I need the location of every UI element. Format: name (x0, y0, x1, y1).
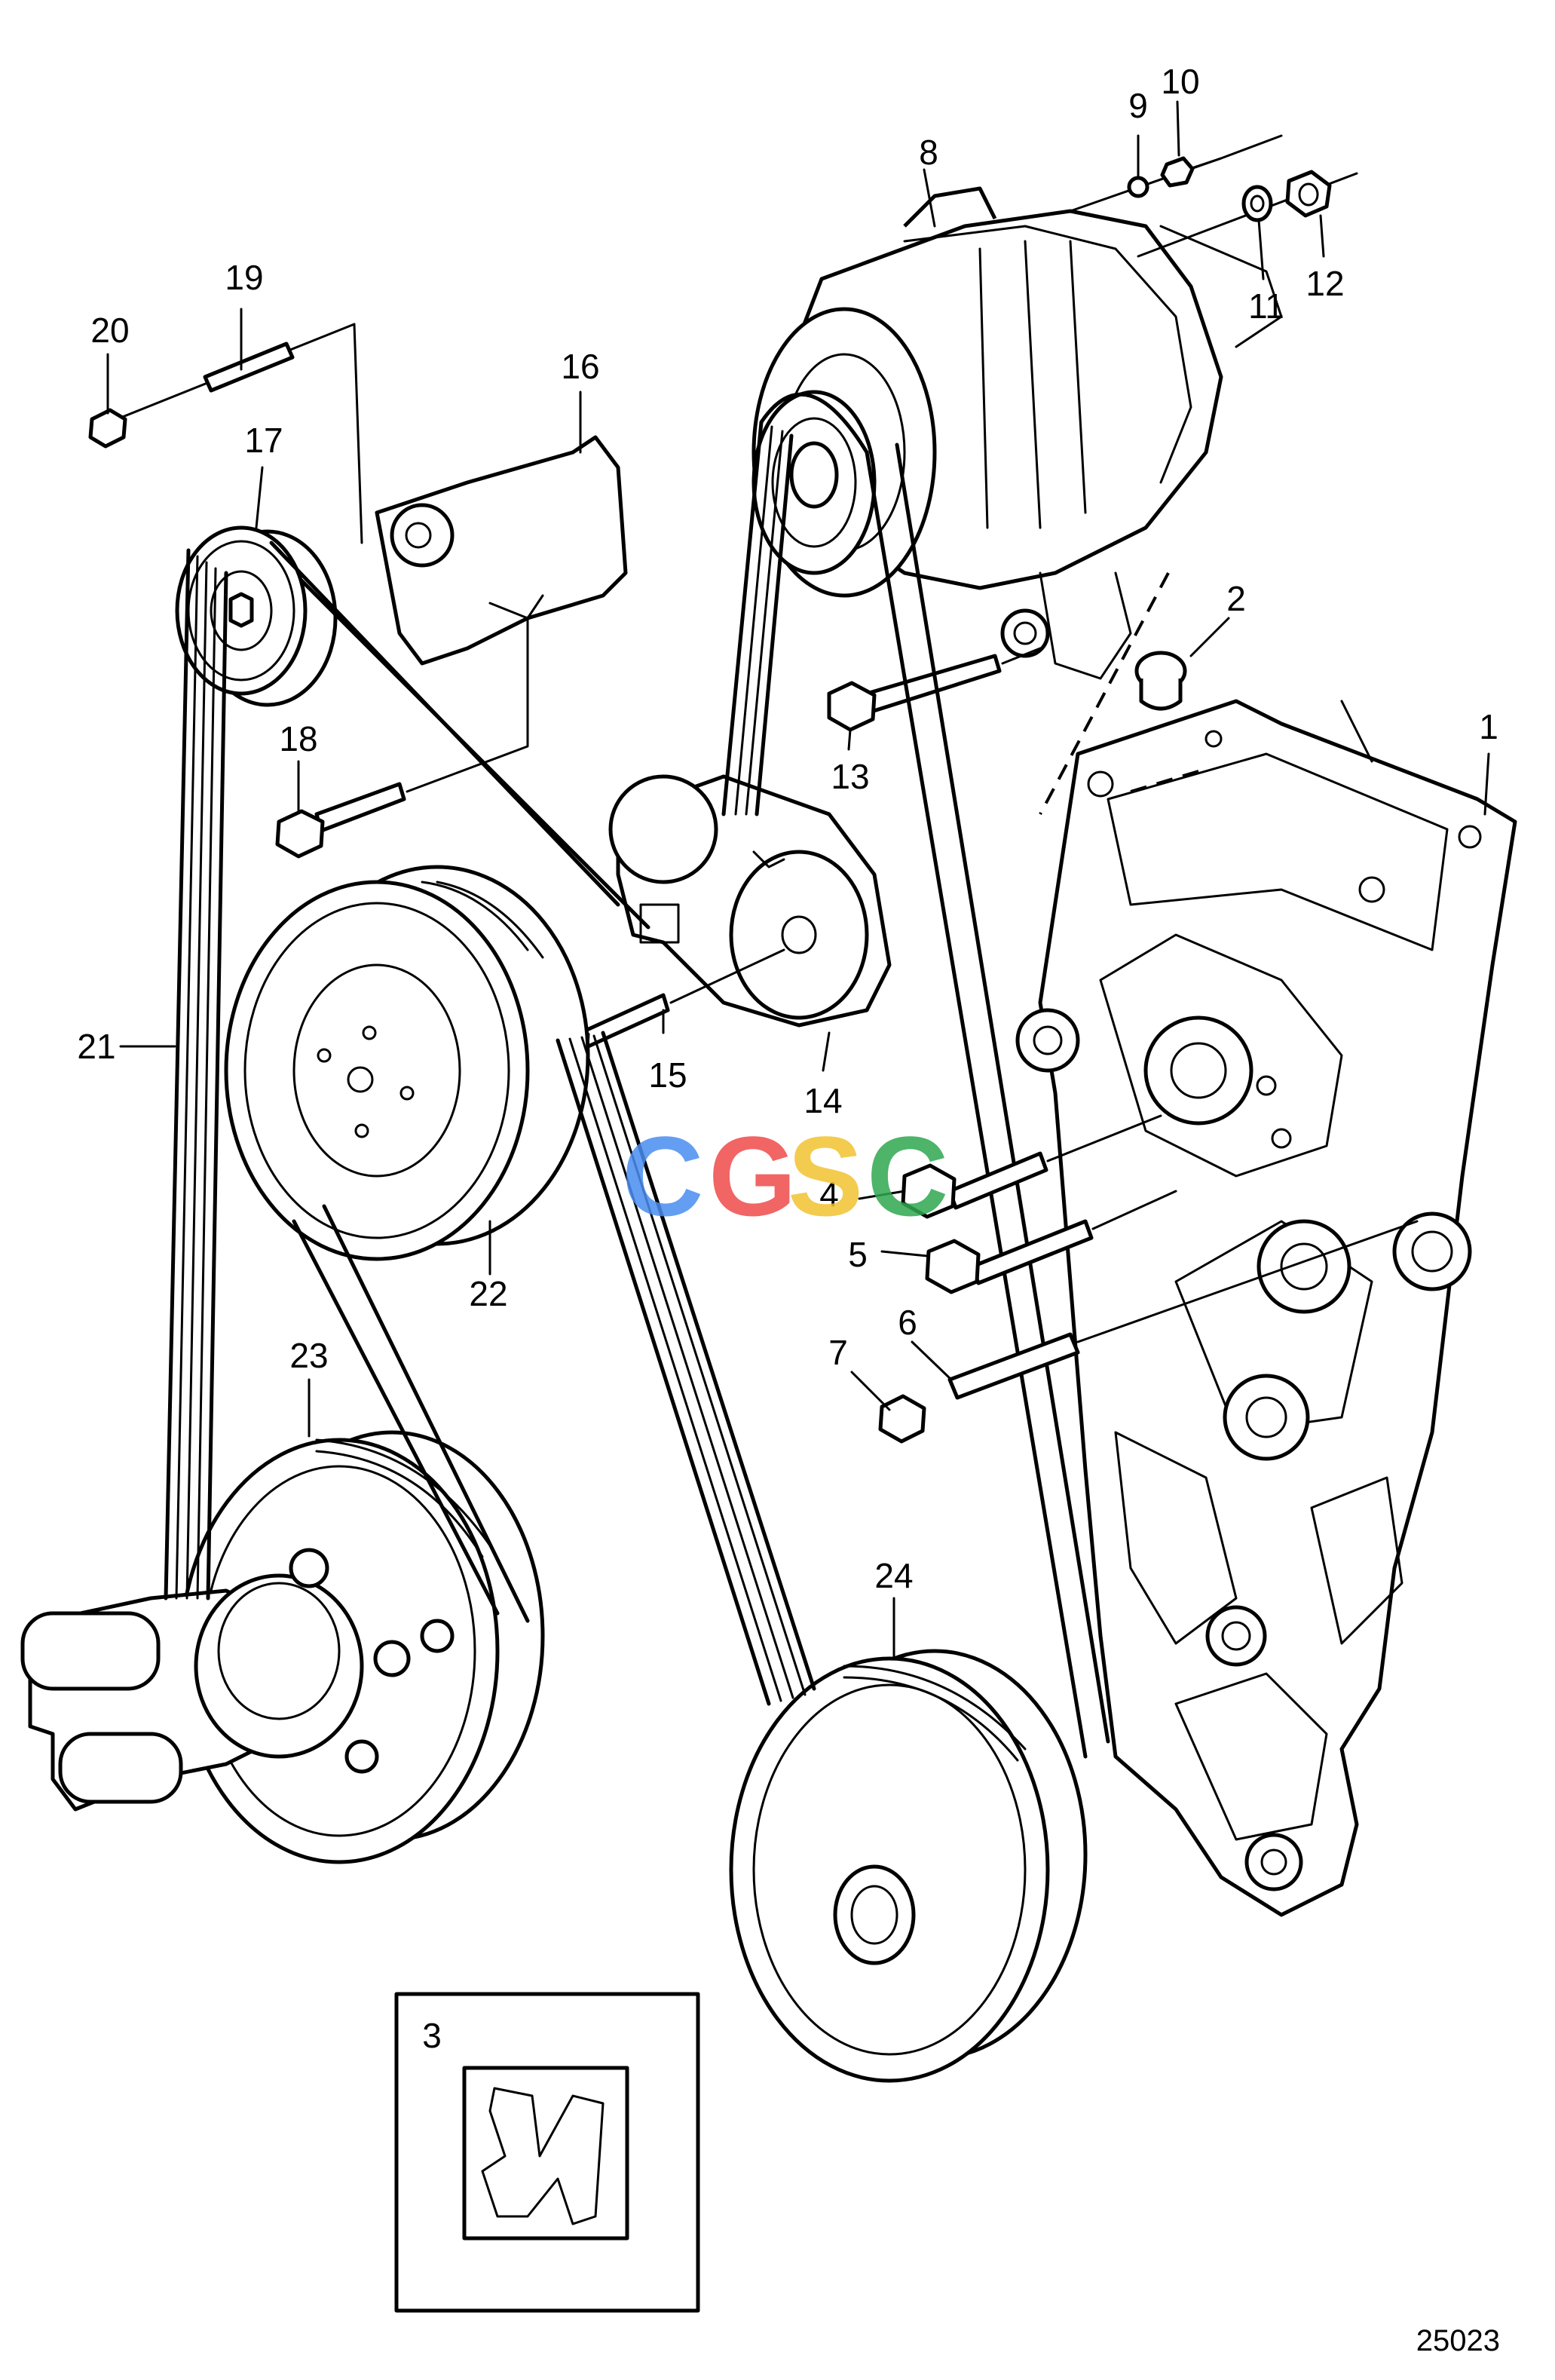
callout-19: 19 (225, 258, 263, 297)
callout-6: 6 (898, 1303, 917, 1342)
watermark-letter-1: C (622, 1113, 703, 1239)
nut-20 (88, 408, 127, 449)
idler-bracket-16 (375, 435, 628, 666)
alternator (751, 186, 1283, 680)
callout-24: 24 (874, 1556, 913, 1595)
nut-10 (1160, 156, 1195, 188)
callout-3: 3 (422, 2016, 442, 2055)
callout-4: 4 (819, 1175, 839, 1214)
callout-18: 18 (279, 719, 317, 758)
crank-pulley-22 (224, 865, 590, 1261)
callout-5: 5 (848, 1235, 868, 1274)
callout-9: 9 (1128, 86, 1148, 125)
callout-11: 11 (1248, 286, 1284, 326)
guide-line (1039, 572, 1170, 815)
nut-12 (1285, 170, 1332, 218)
engine-bracket (1015, 699, 1517, 1917)
callout-12: 12 (1306, 264, 1344, 303)
drawing-number: 25023 (1416, 2324, 1500, 2357)
washer-11 (1241, 185, 1273, 222)
bolt-5 (925, 1190, 1177, 1294)
belt-21 (164, 541, 650, 1600)
belt-main (292, 1031, 816, 1706)
guide-line-short (1130, 767, 1207, 793)
callout-2: 2 (1226, 579, 1246, 618)
bolt-4 (901, 1114, 1162, 1219)
watermark-logo: C G S C (622, 1113, 948, 1239)
washer-9 (1127, 176, 1149, 198)
callout-23: 23 (289, 1336, 328, 1375)
idler-pulley-17 (175, 525, 338, 707)
callout-7: 7 (828, 1333, 848, 1372)
power-steering-pulley-24 (729, 1649, 1088, 2083)
tensioner-14 (608, 774, 892, 1028)
nut-7 (878, 1394, 926, 1444)
belt-alternator (721, 392, 1110, 1759)
callout-labels: 1 2 3 4 5 6 7 8 9 10 11 12 13 14 15 16 1… (77, 62, 1498, 2055)
watermark-letter-2: G (709, 1113, 797, 1239)
leader-lines (106, 100, 1490, 1660)
callout-14: 14 (804, 1081, 842, 1120)
callout-1: 1 (1479, 707, 1498, 746)
callout-21: 21 (77, 1027, 115, 1066)
callout-22: 22 (469, 1274, 507, 1313)
watermark-letter-4: C (867, 1113, 948, 1239)
belt-routing-inset-3 (394, 1992, 700, 2313)
callout-13: 13 (831, 757, 869, 796)
callout-10: 10 (1161, 62, 1199, 101)
callout-20: 20 (90, 311, 129, 350)
stud-19 (203, 342, 295, 393)
bolt-13 (827, 647, 1042, 732)
bolt-18 (275, 617, 529, 859)
water-pump-housing (20, 1548, 455, 1812)
callout-8: 8 (919, 133, 938, 172)
callout-17: 17 (244, 421, 283, 460)
pin-2 (1134, 651, 1187, 711)
callout-15: 15 (648, 1055, 687, 1095)
stud-6 (947, 1220, 1419, 1400)
callout-16: 16 (561, 347, 599, 386)
watermark-letter-3: S (788, 1113, 863, 1239)
